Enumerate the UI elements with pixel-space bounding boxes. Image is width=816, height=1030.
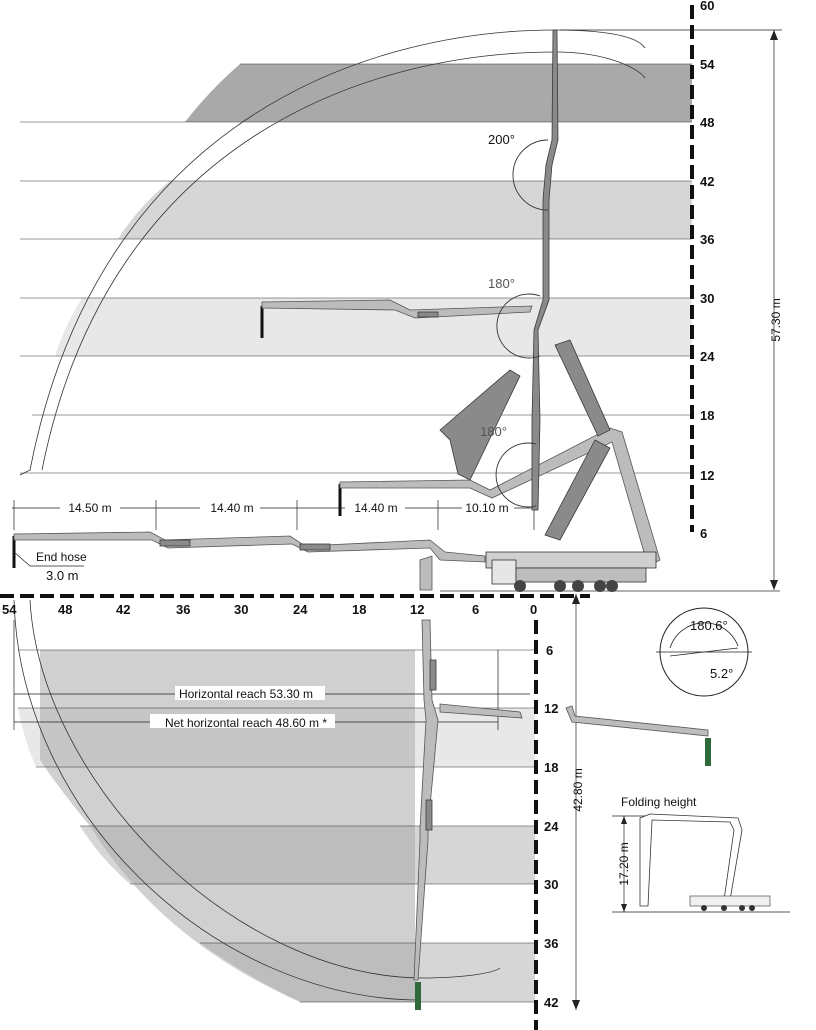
end-hose-value: 3.0 m [46,568,79,583]
reach-envelope-lower [13,599,535,1003]
htick-12: 12 [410,602,424,617]
total-height-dimension: 57.30 m [560,29,783,590]
truck [485,551,657,592]
tick-48: 48 [700,115,714,130]
htick-36: 36 [176,602,190,617]
tick-42: 42 [700,174,714,189]
segment-dimensions: 14.50 m 14.40 m 14.40 m 10.10 m [12,500,535,530]
htick-6: 6 [472,602,479,617]
dtick-24: 24 [544,819,559,834]
boom-horizontal [13,531,486,591]
tick-60: 60 [700,0,714,13]
segment-4-length: 10.10 m [465,501,508,515]
htick-30: 30 [234,602,248,617]
folding-height-label: Folding height [621,795,697,809]
horizontal-reach-label: Horizontal reach 53.30 m [179,687,313,701]
tick-54: 54 [700,57,715,72]
tick-12: 12 [700,468,714,483]
htick-48: 48 [58,602,72,617]
dtick-6: 6 [546,643,553,658]
tick-36: 36 [700,232,714,247]
reach-dimensions: Horizontal reach 53.30 m Net horizontal … [13,620,530,730]
segment-2-length: 14.40 m [210,501,253,515]
folding-height-inset: Folding height 17.20 m [612,795,790,913]
boom-downward [413,619,711,1010]
dtick-12: 12 [544,701,558,716]
horizontal-axis: 54 48 42 36 30 24 18 12 6 0 [0,590,780,617]
total-height-label: 57.30 m [769,298,783,341]
dtick-18: 18 [544,760,558,775]
tick-24: 24 [700,349,715,364]
dtick-42: 42 [544,995,558,1010]
htick-0: 0 [530,602,537,617]
htick-18: 18 [352,602,366,617]
tick-18: 18 [700,408,714,423]
boom-low [338,339,661,567]
slew-angle: 180.6° [690,618,728,633]
angle-200: 200° [488,132,515,147]
boom-vertical [531,29,559,511]
boom-mid-height [260,299,533,338]
dtick-30: 30 [544,877,558,892]
end-hose-label: End hose [36,550,87,564]
depth-label: 42.80 m [571,768,585,811]
htick-54: 54 [2,602,17,617]
net-horizontal-reach-label: Net horizontal reach 48.60 m * [165,716,327,730]
segment-1-length: 14.50 m [68,501,111,515]
tilt-angle: 5.2° [710,666,733,681]
htick-42: 42 [116,602,130,617]
htick-24: 24 [293,602,308,617]
end-hose: End hose 3.0 m [12,536,87,583]
tick-30: 30 [700,291,714,306]
angle-indicators: 200° 180° 180° [480,132,549,508]
angle-180-upper: 180° [488,276,515,291]
dtick-36: 36 [544,936,558,951]
depth-dimension: 42.80 m [571,594,585,1010]
vertical-axis-lower: 6 12 18 24 30 36 42 [534,620,559,1030]
tick-6: 6 [700,526,707,541]
angle-180-lower: 180° [480,424,507,439]
segment-3-length: 14.40 m [354,501,397,515]
folding-height-value: 17.20 m [617,842,631,885]
slew-circle-inset: 180.6° 5.2° [656,607,752,697]
vertical-axis-upper: 60 54 48 42 36 30 24 18 12 6 [690,0,715,541]
